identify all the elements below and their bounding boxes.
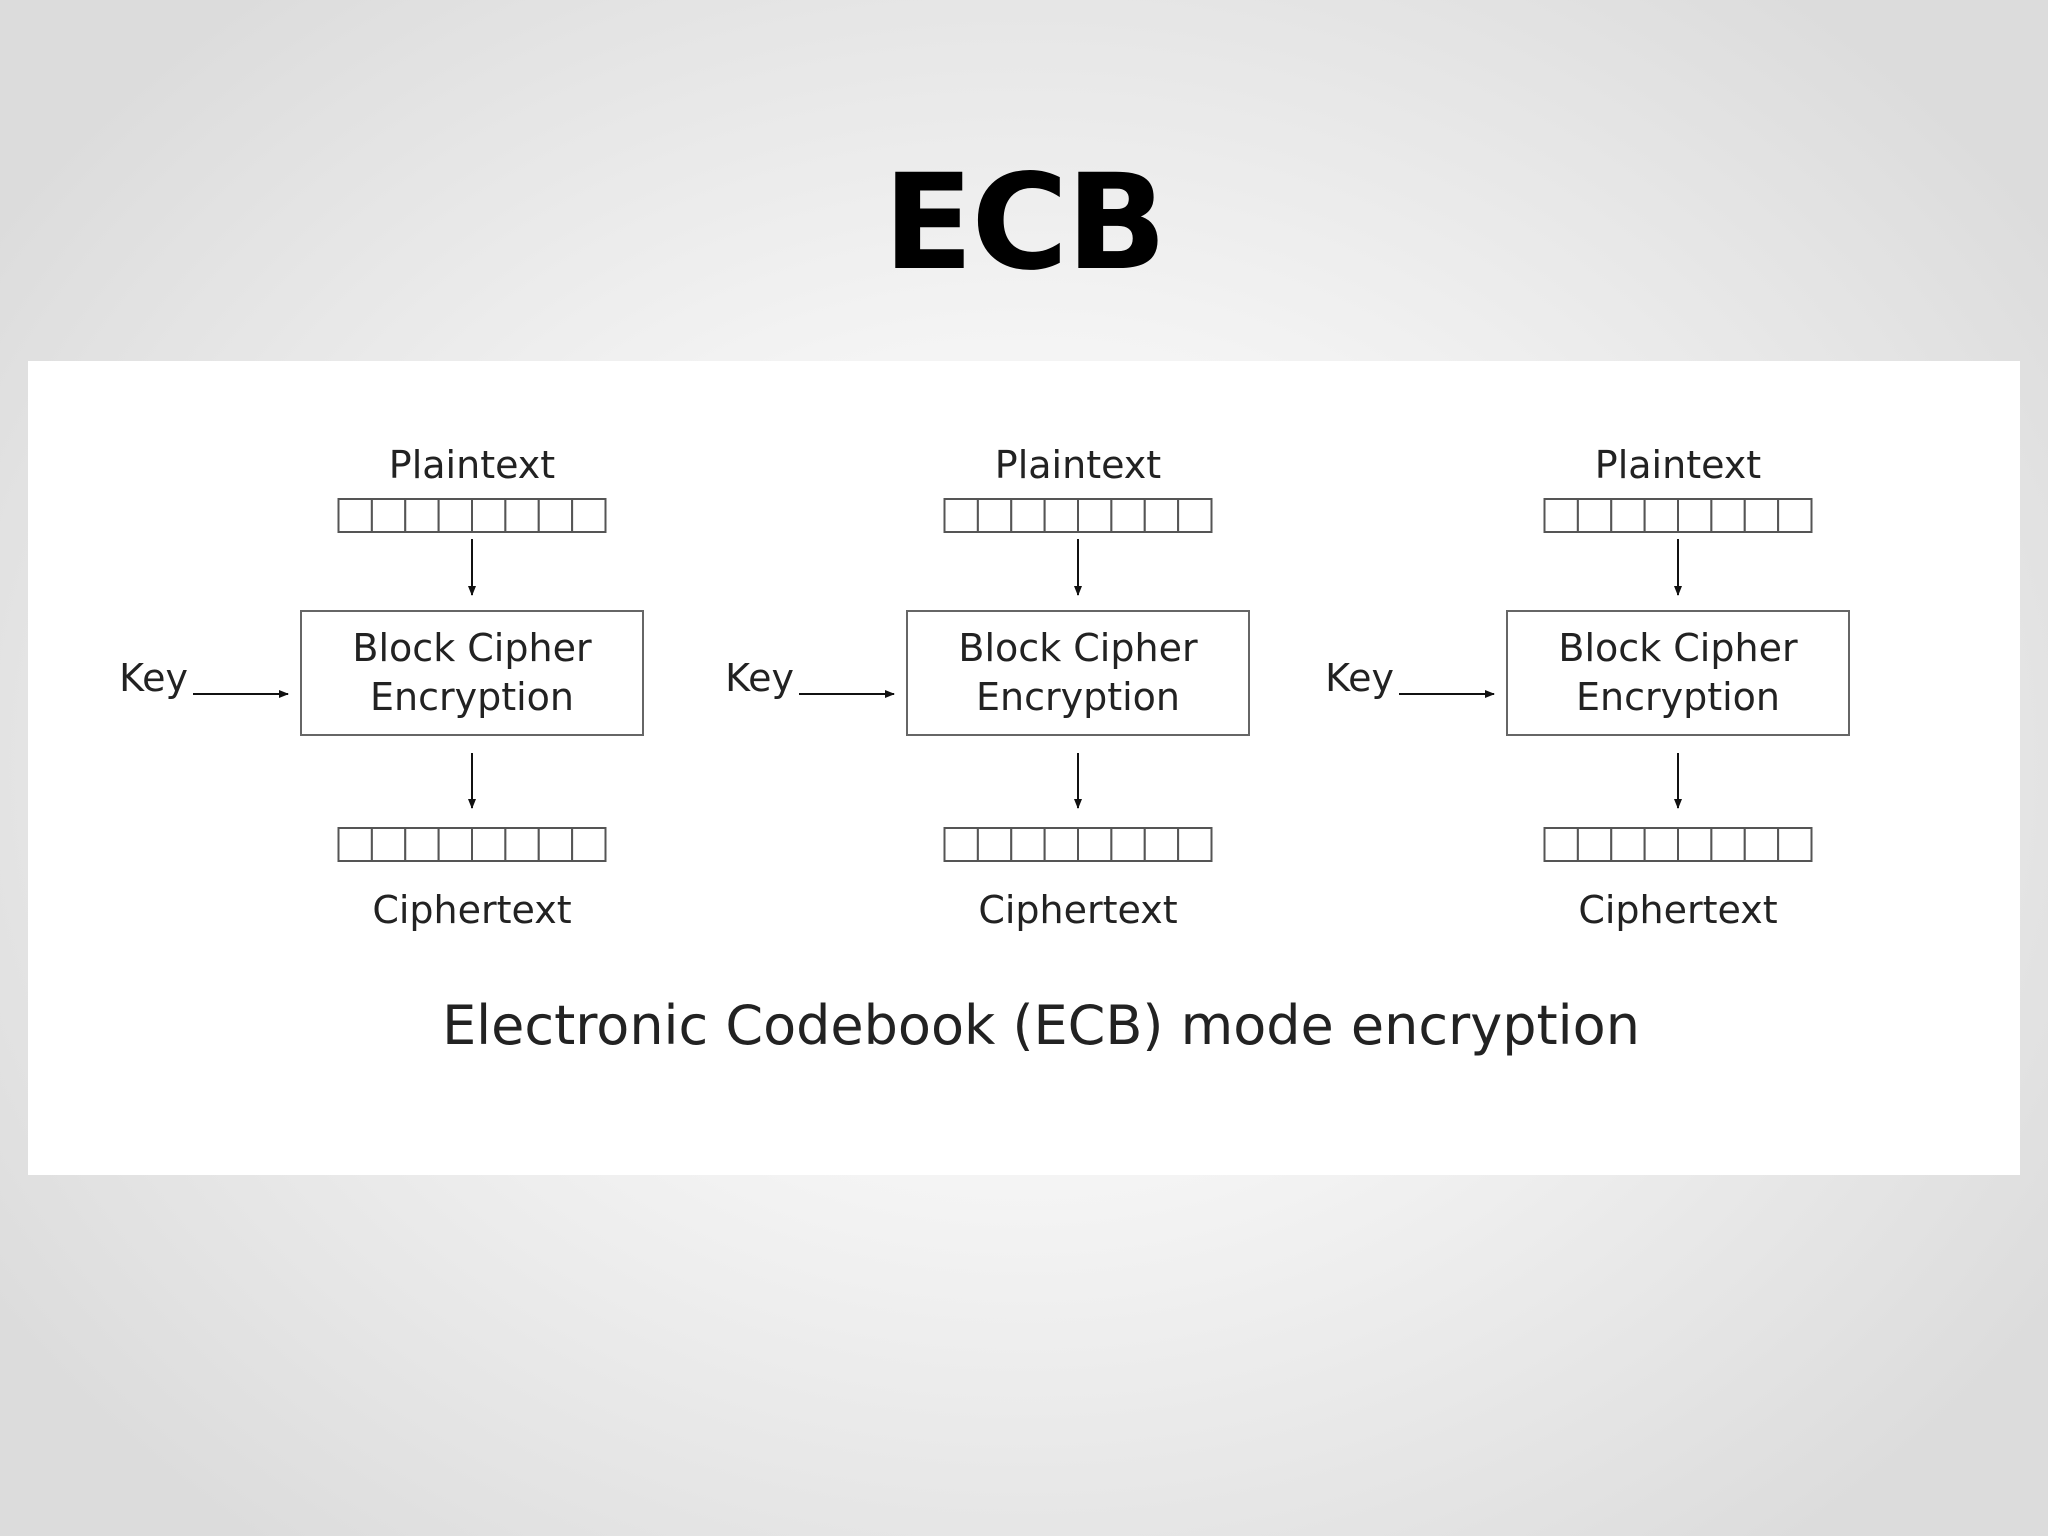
encryption-label: Encryption [976,675,1180,719]
plaintext-bit-cell [1010,498,1046,533]
ciphertext-bit-cell [537,827,574,862]
plaintext-label: Plaintext [1595,443,1761,487]
ciphertext-bit-cell [1043,827,1079,862]
ciphertext-bit-cell [1710,827,1746,862]
ciphertext-bit-cell [1677,827,1713,862]
plaintext-bit-cell [976,498,1013,533]
slide-title: ECB [883,146,1167,300]
ciphertext-bit-cell [1576,827,1613,862]
plaintext-block [943,498,1213,533]
plaintext-bit-cell [471,498,507,533]
plaintext-bit-cell [1777,498,1813,533]
key-label: Key [1325,656,1394,700]
ciphertext-block [943,827,1213,862]
plaintext-bit-cell [1043,498,1079,533]
block-cipher-label: Block Cipher [958,626,1198,670]
plaintext-label: Plaintext [389,443,555,487]
plaintext-bit-cell [337,498,373,533]
ciphertext-bit-cell [437,827,473,862]
ciphertext-bit-cell [1010,827,1046,862]
ciphertext-bit-cell [471,827,507,862]
ciphertext-block [337,827,607,862]
block-cipher-label: Block Cipher [352,626,592,670]
ciphertext-label: Ciphertext [1578,888,1777,932]
plaintext-bit-cell [571,498,607,533]
ciphertext-bit-cell [943,827,979,862]
encryption-label: Encryption [370,675,574,719]
plaintext-bit-cell [1143,498,1180,533]
plaintext-bit-cell [1177,498,1213,533]
diagram-caption: Electronic Codebook (ECB) mode encryptio… [442,994,1640,1057]
plaintext-block [1543,498,1813,533]
ciphertext-bit-cell [504,827,540,862]
plaintext-bit-cell [1643,498,1679,533]
encryption-label: Encryption [1576,675,1780,719]
block-cipher-label: Block Cipher [1558,626,1798,670]
plaintext-bit-cell [943,498,979,533]
plaintext-bit-cell [370,498,407,533]
plaintext-bit-cell [437,498,473,533]
ciphertext-bit-cell [1543,827,1579,862]
plaintext-bit-cell [1677,498,1713,533]
plaintext-bit-cell [404,498,440,533]
ciphertext-bit-cell [1177,827,1213,862]
plaintext-bit-cell [1110,498,1146,533]
ciphertext-bit-cell [1110,827,1146,862]
ciphertext-block [1543,827,1813,862]
ciphertext-bit-cell [1143,827,1180,862]
plaintext-bit-cell [1543,498,1579,533]
block-cipher-box [906,610,1250,736]
ciphertext-label: Ciphertext [978,888,1177,932]
block-cipher-box [1506,610,1850,736]
plaintext-bit-cell [1576,498,1613,533]
ciphertext-bit-cell [976,827,1013,862]
ciphertext-bit-cell [571,827,607,862]
ciphertext-bit-cell [1643,827,1679,862]
ciphertext-bit-cell [1777,827,1813,862]
plaintext-bit-cell [504,498,540,533]
block-cipher-box [300,610,644,736]
plaintext-bit-cell [1610,498,1646,533]
key-label: Key [119,656,188,700]
key-label: Key [725,656,794,700]
plaintext-bit-cell [537,498,574,533]
plaintext-block [337,498,607,533]
ciphertext-bit-cell [404,827,440,862]
plaintext-bit-cell [1743,498,1780,533]
plaintext-bit-cell [1077,498,1113,533]
ciphertext-bit-cell [337,827,373,862]
ciphertext-bit-cell [1077,827,1113,862]
ciphertext-label: Ciphertext [372,888,571,932]
plaintext-label: Plaintext [995,443,1161,487]
ciphertext-bit-cell [1743,827,1780,862]
plaintext-bit-cell [1710,498,1746,533]
ciphertext-bit-cell [1610,827,1646,862]
ciphertext-bit-cell [370,827,407,862]
